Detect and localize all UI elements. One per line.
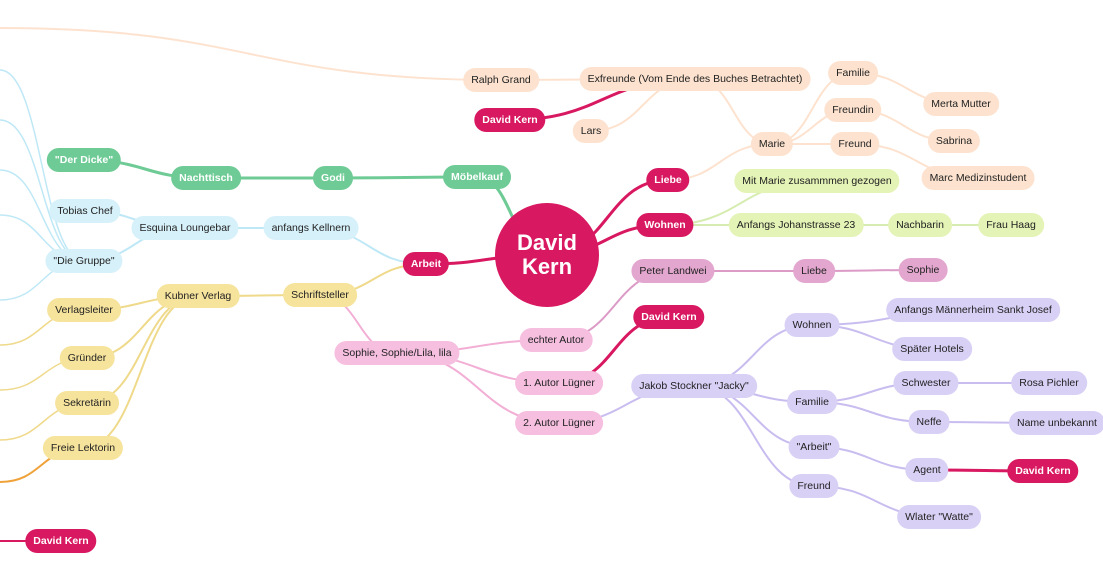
node-dicke[interactable]: "Der Dicke" <box>46 148 122 172</box>
node-marc[interactable]: Marc Medizinstudent <box>921 166 1035 190</box>
node-gruppe[interactable]: "Die Gruppe" <box>45 249 123 273</box>
node-sophie[interactable]: Sophie <box>898 258 948 282</box>
node-kellnern[interactable]: anfangs Kellnern <box>263 216 359 240</box>
node-agent[interactable]: Agent <box>905 458 949 482</box>
node-neffe[interactable]: Neffe <box>908 410 950 434</box>
node-schwester[interactable]: Schwester <box>893 371 959 395</box>
node-freund-r[interactable]: Freund <box>830 132 880 156</box>
node-kubner[interactable]: Kubner Verlag <box>156 284 240 308</box>
edge-offscreen-2 <box>0 119 85 262</box>
node-wohnen[interactable]: Wohnen <box>636 213 694 237</box>
node-familie-r[interactable]: Familie <box>828 61 878 85</box>
node-jakob[interactable]: Jakob Stockner "Jacky" <box>631 374 757 398</box>
node-watte[interactable]: Wlater "Watte" <box>897 505 981 529</box>
node-gruender[interactable]: Gründer <box>59 346 115 370</box>
node-freund2[interactable]: Freund <box>789 474 839 498</box>
node-unbekannt[interactable]: Name unbekannt <box>1009 411 1103 435</box>
root-label-line2: Kern <box>521 254 573 279</box>
node-hotels[interactable]: Später Hotels <box>892 337 972 361</box>
node-freundin[interactable]: Freundin <box>824 98 882 122</box>
node-mit-marie[interactable]: Mit Marie zusammmen gezogen <box>734 169 900 193</box>
root-node[interactable]: David Kern <box>495 203 599 307</box>
node-sabrina[interactable]: Sabrina <box>927 129 981 153</box>
node-maennerheim[interactable]: Anfangs Männerheim Sankt Josef <box>886 298 1060 322</box>
node-peter[interactable]: Peter Landwei <box>631 259 715 283</box>
node-luegner2[interactable]: 2. Autor Lügner <box>515 411 603 435</box>
node-familie2[interactable]: Familie <box>787 390 837 414</box>
node-lars[interactable]: Lars <box>572 119 610 143</box>
node-rosa[interactable]: Rosa Pichler <box>1011 371 1087 395</box>
node-johan[interactable]: Anfangs Johanstrasse 23 <box>728 213 864 237</box>
node-wohnen2[interactable]: Wohnen <box>784 313 840 337</box>
node-lektorin[interactable]: Freie Lektorin <box>42 436 124 460</box>
node-dk-agent[interactable]: David Kern <box>1007 459 1079 483</box>
node-godi[interactable]: Godi <box>313 166 353 190</box>
node-ralph[interactable]: Ralph Grand <box>463 68 539 92</box>
node-tobias[interactable]: Tobias Chef <box>49 199 121 223</box>
node-liebe2[interactable]: Liebe <box>793 259 835 283</box>
node-dk-bottom[interactable]: David Kern <box>25 529 97 553</box>
node-esquina[interactable]: Esquina Loungebar <box>131 216 239 240</box>
node-liebe[interactable]: Liebe <box>646 168 690 192</box>
node-dk-mid[interactable]: David Kern <box>633 305 705 329</box>
node-nachbarin[interactable]: Nachbarin <box>888 213 952 237</box>
node-arbeit2[interactable]: "Arbeit" <box>788 435 840 459</box>
node-dk-top[interactable]: David Kern <box>474 108 546 132</box>
root-label-line1: David <box>517 230 577 255</box>
node-exfreunde[interactable]: Exfreunde (Vom Ende des Buches Betrachte… <box>579 67 811 91</box>
node-sophie-lila[interactable]: Sophie, Sophie/Lila, lila <box>334 341 460 365</box>
node-verlagsleiter[interactable]: Verlagsleiter <box>47 298 121 322</box>
node-schrift[interactable]: Schriftsteller <box>283 283 357 307</box>
node-luegner1[interactable]: 1. Autor Lügner <box>515 371 603 395</box>
node-merta[interactable]: Merta Mutter <box>923 92 999 116</box>
node-marie[interactable]: Marie <box>750 132 794 156</box>
node-sekretaerin[interactable]: Sekretärin <box>55 391 119 415</box>
node-arbeit[interactable]: Arbeit <box>402 252 450 276</box>
node-moebel[interactable]: Möbelkauf <box>443 165 511 189</box>
node-echter[interactable]: echter Autor <box>519 328 593 352</box>
node-haag[interactable]: Frau Haag <box>978 213 1044 237</box>
edge-offscreen-0 <box>0 27 502 81</box>
node-nachttisch[interactable]: Nachttisch <box>171 166 241 190</box>
